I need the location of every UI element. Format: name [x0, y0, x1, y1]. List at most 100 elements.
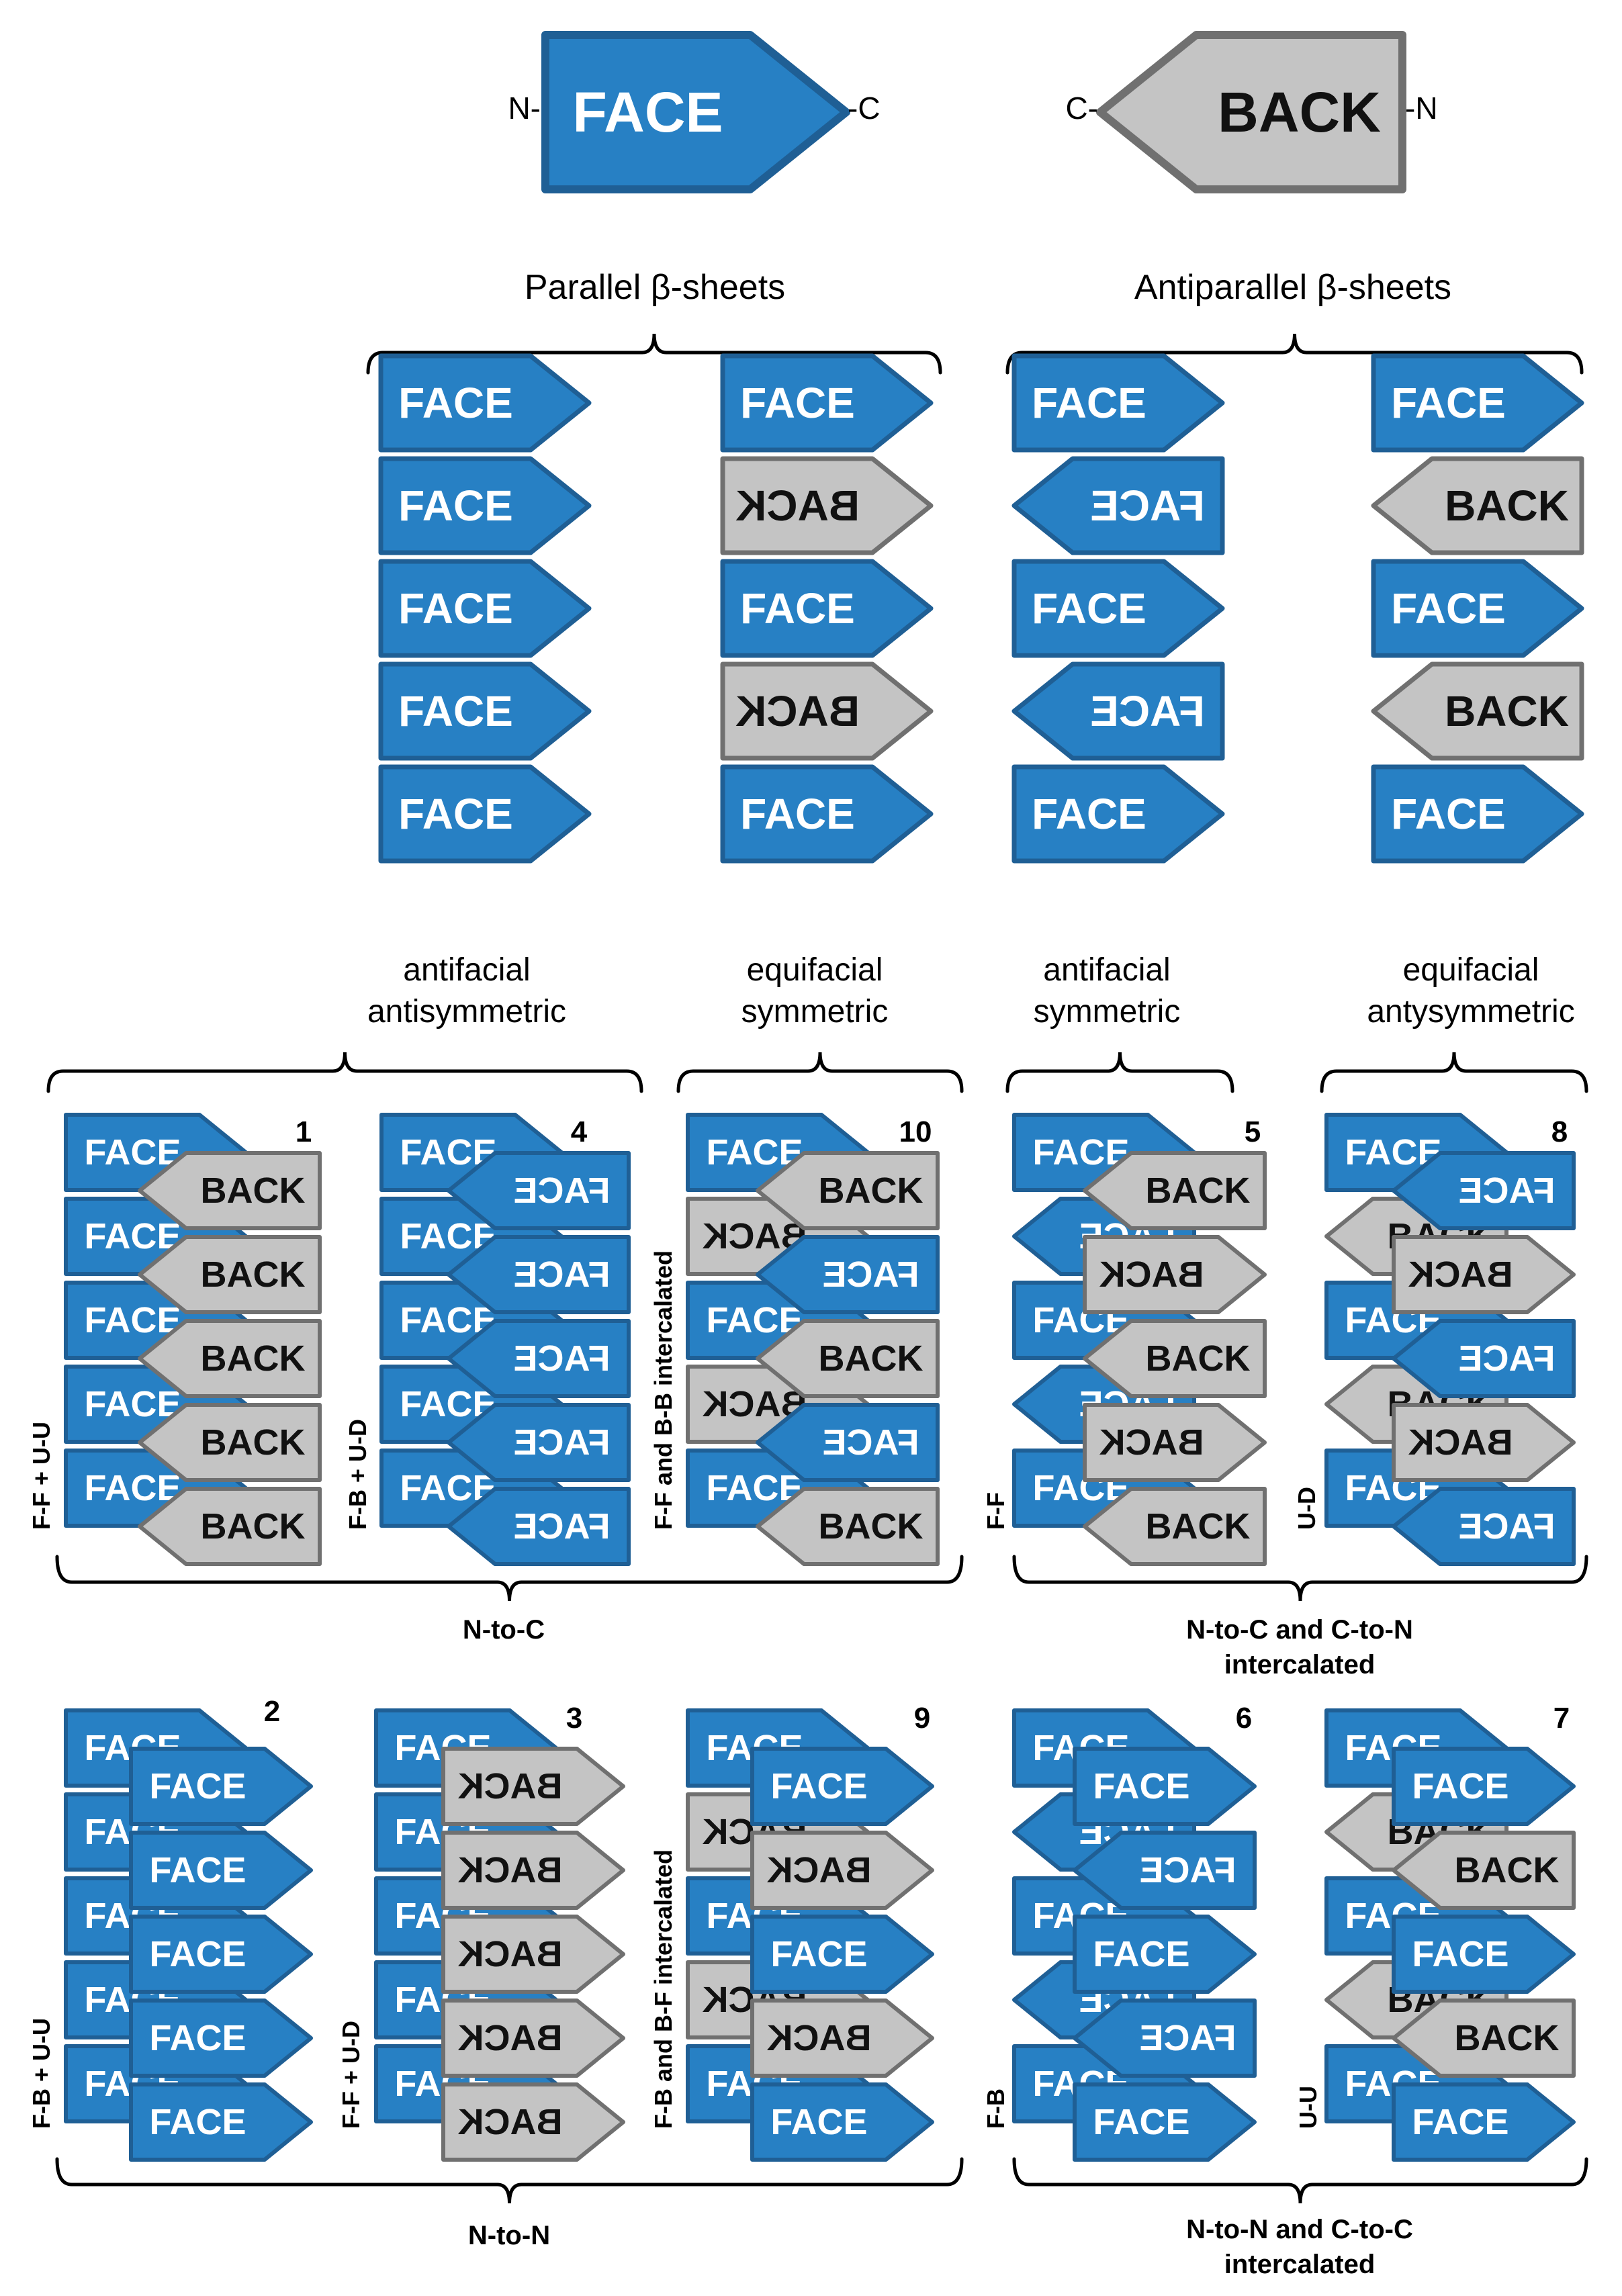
strand-shape [1011, 764, 1225, 864]
face-strand: FACE [1073, 1747, 1257, 1826]
face-strand: FACE [447, 1487, 631, 1566]
back-strand: BACK [756, 1487, 940, 1566]
strand-shape [129, 1747, 313, 1826]
class-number: 3 [566, 1702, 582, 1735]
strand-shape [129, 1999, 313, 2078]
strand-shape [138, 1235, 322, 1314]
strand-label: BACK [458, 1850, 563, 1890]
strand-shape [756, 1403, 940, 1482]
group-bracket [676, 1052, 964, 1093]
face-strand: FACE [447, 1235, 631, 1314]
strand-shape [1073, 1831, 1257, 1910]
strand-shape [720, 764, 934, 864]
group-bracket [366, 333, 942, 375]
strand-shape [1392, 1747, 1576, 1826]
strand-label: FACE [398, 790, 513, 838]
class-number: 7 [1553, 1702, 1570, 1735]
face-strand: FACE [750, 1747, 934, 1826]
face-strand: FACE [750, 1915, 934, 1994]
strand-shape [378, 456, 592, 555]
face-strand: FACE [541, 31, 850, 193]
face-strand: FACE [1073, 2082, 1257, 2162]
strand-label: BACK [1408, 1422, 1513, 1463]
strand-shape [1392, 1831, 1576, 1910]
strand-shape [441, 1999, 625, 2078]
strand-shape [441, 1915, 625, 1994]
strand-label: FACE [1458, 1338, 1555, 1379]
strand-shape [750, 2082, 934, 2162]
face-strand: FACE [1392, 1915, 1576, 1994]
strand-label: BACK [819, 1170, 923, 1211]
strand-shape [447, 1319, 631, 1398]
back-strand: BACK [1083, 1151, 1267, 1230]
strand-shape [1371, 661, 1584, 761]
face-strand: FACE [447, 1319, 631, 1398]
face-strand: FACE [378, 559, 592, 658]
class-number: 10 [899, 1115, 932, 1148]
strand-shape [720, 353, 934, 453]
face-strand: FACE [447, 1403, 631, 1482]
strand-shape [129, 1831, 313, 1910]
strand-shape [1392, 1915, 1576, 1994]
back-strand: BACK [750, 1831, 934, 1910]
face-strand: FACE [378, 661, 592, 761]
back-strand: BACK [720, 661, 934, 761]
strand-shape [750, 1831, 934, 1910]
strand-shape [541, 31, 850, 193]
group-footer: intercalated [1224, 2250, 1376, 2279]
group-bracket [55, 2157, 964, 2204]
strand-shape [441, 1831, 625, 1910]
back-strand: BACK [138, 1151, 322, 1230]
strand-label: FACE [740, 790, 855, 838]
strand-shape [378, 764, 592, 864]
face-strand: FACE [1392, 1487, 1576, 1566]
group-bracket [1320, 1052, 1588, 1093]
group-heading: equifacial [747, 952, 883, 988]
strand-label: BACK [1445, 687, 1569, 735]
strand-label: FACE [513, 1254, 610, 1295]
strand-label: BACK [1146, 1506, 1251, 1547]
strand-shape [447, 1403, 631, 1482]
strand-label: FACE [398, 584, 513, 633]
strand-shape [1371, 764, 1584, 864]
face-strand: FACE [1073, 1915, 1257, 1994]
strand-label: FACE [1093, 1766, 1189, 1806]
face-strand: FACE [1073, 1999, 1257, 2078]
back-strand: BACK [441, 1747, 625, 1826]
face-strand: FACE [1371, 353, 1584, 453]
strand-label: FACE [1412, 1766, 1508, 1806]
face-strand: FACE [129, 1999, 313, 2078]
strand-label: FACE [149, 1850, 246, 1890]
class-label: F-F [982, 1492, 1009, 1530]
back-strand: BACK [750, 1999, 934, 2078]
strand-shape [447, 1151, 631, 1230]
back-strand: BACK [720, 456, 934, 555]
face-strand: FACE [720, 353, 934, 453]
legend-back-c-label: C- [1065, 91, 1098, 126]
strand-label: BACK [458, 2102, 563, 2142]
strand-label: BACK [201, 1422, 306, 1463]
strand-shape [447, 1487, 631, 1566]
strand-shape [750, 1999, 934, 2078]
strand-shape [1073, 1915, 1257, 1994]
face-strand: FACE [1371, 559, 1584, 658]
face-strand: FACE [1392, 1319, 1576, 1398]
back-strand: BACK [1392, 1999, 1576, 2078]
class-number: 6 [1236, 1702, 1252, 1735]
face-strand: FACE [756, 1403, 940, 1482]
class-label: F-F + U-U [28, 1422, 55, 1530]
strand-shape [756, 1151, 940, 1230]
strand-label: BACK [1408, 1254, 1513, 1295]
legend-face-n-label: N- [508, 91, 541, 126]
strand-label: FACE [149, 2102, 246, 2142]
strand-label: FACE [1032, 790, 1146, 838]
class-label: F-B + U-D [344, 1419, 371, 1530]
face-strand: FACE [129, 2082, 313, 2162]
group-footer: intercalated [1224, 1650, 1376, 1680]
strand-label: FACE [770, 2102, 867, 2142]
legend-face-c-label: -C [848, 91, 881, 126]
class-label: F-F and B-B intercalated [649, 1250, 677, 1530]
strand-label: FACE [513, 1170, 610, 1211]
